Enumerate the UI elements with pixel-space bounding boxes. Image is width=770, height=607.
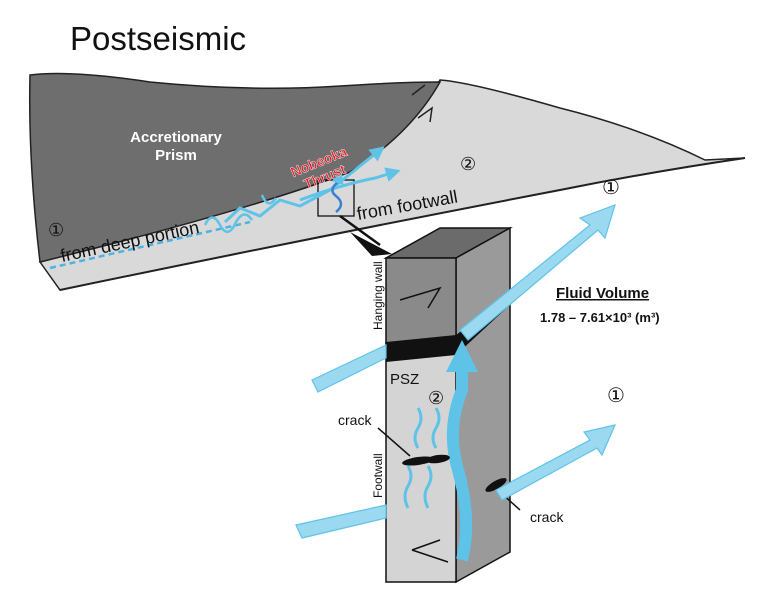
hanging-wall-shear-icon — [399, 286, 442, 309]
fluid-arrow-footwall — [299, 167, 401, 202]
wavy-arrows — [403, 407, 441, 509]
marker-two-top: ② — [460, 154, 476, 174]
psz-band — [386, 295, 510, 362]
fluid-arrow-squiggle-1 — [203, 213, 254, 233]
marker-two-block: ② — [428, 388, 444, 408]
fluid-arrow-right-lower — [495, 424, 617, 501]
hanging-wall-front — [385, 257, 457, 344]
crack-right-shape — [485, 478, 507, 492]
crack-left-leader — [377, 427, 411, 457]
fluid-arrow-left-psz — [311, 344, 387, 393]
diagram-title: Postseismic — [70, 20, 246, 57]
outflow-arrows — [295, 204, 617, 539]
crack-left-shape — [402, 456, 434, 466]
fault-block: Hanging wall Footwall PSZ ② — [371, 226, 521, 584]
marker-one-upper-right: ① — [602, 177, 620, 199]
fluid-arrow-vertical — [331, 171, 344, 213]
fluid-arrow-left-lower — [295, 504, 387, 539]
accretionary-prism — [28, 72, 442, 263]
footwall-shear-icon — [411, 539, 449, 563]
vertical-flow-arrow — [446, 366, 473, 562]
fluid-volume-title: Fluid Volume — [556, 285, 649, 302]
plate-boundary-line — [59, 157, 746, 291]
marker-one-lower-right: ① — [607, 385, 625, 407]
fluid-arrow-upper-right — [459, 204, 616, 341]
footwall-label: Footwall — [371, 453, 385, 498]
vertical-flow-arrowhead — [446, 340, 478, 372]
fluid-volume-value: 1.78 – 7.61×10³ (m³) — [540, 310, 660, 325]
hanging-wall-label: Hanging wall — [371, 261, 385, 330]
accretionary-prism-label-2: Prism — [155, 147, 197, 164]
callout-pointer — [339, 214, 392, 256]
crack-left-shape-2 — [426, 454, 450, 464]
fluid-arrow-squiggle-2 — [260, 194, 278, 205]
accretionary-prism-label: Accretionary — [130, 129, 222, 146]
psz-label: PSZ — [390, 371, 419, 388]
crack-left-label: crack — [338, 412, 372, 428]
shear-sense-icon — [411, 84, 433, 123]
crack-right-label: crack — [530, 509, 564, 525]
deep-portion-dashed-line — [49, 220, 251, 270]
marker-one-left: ① — [48, 220, 64, 240]
cross-section: Accretionary Prism Nobeoka Thrust ② from… — [28, 72, 746, 291]
